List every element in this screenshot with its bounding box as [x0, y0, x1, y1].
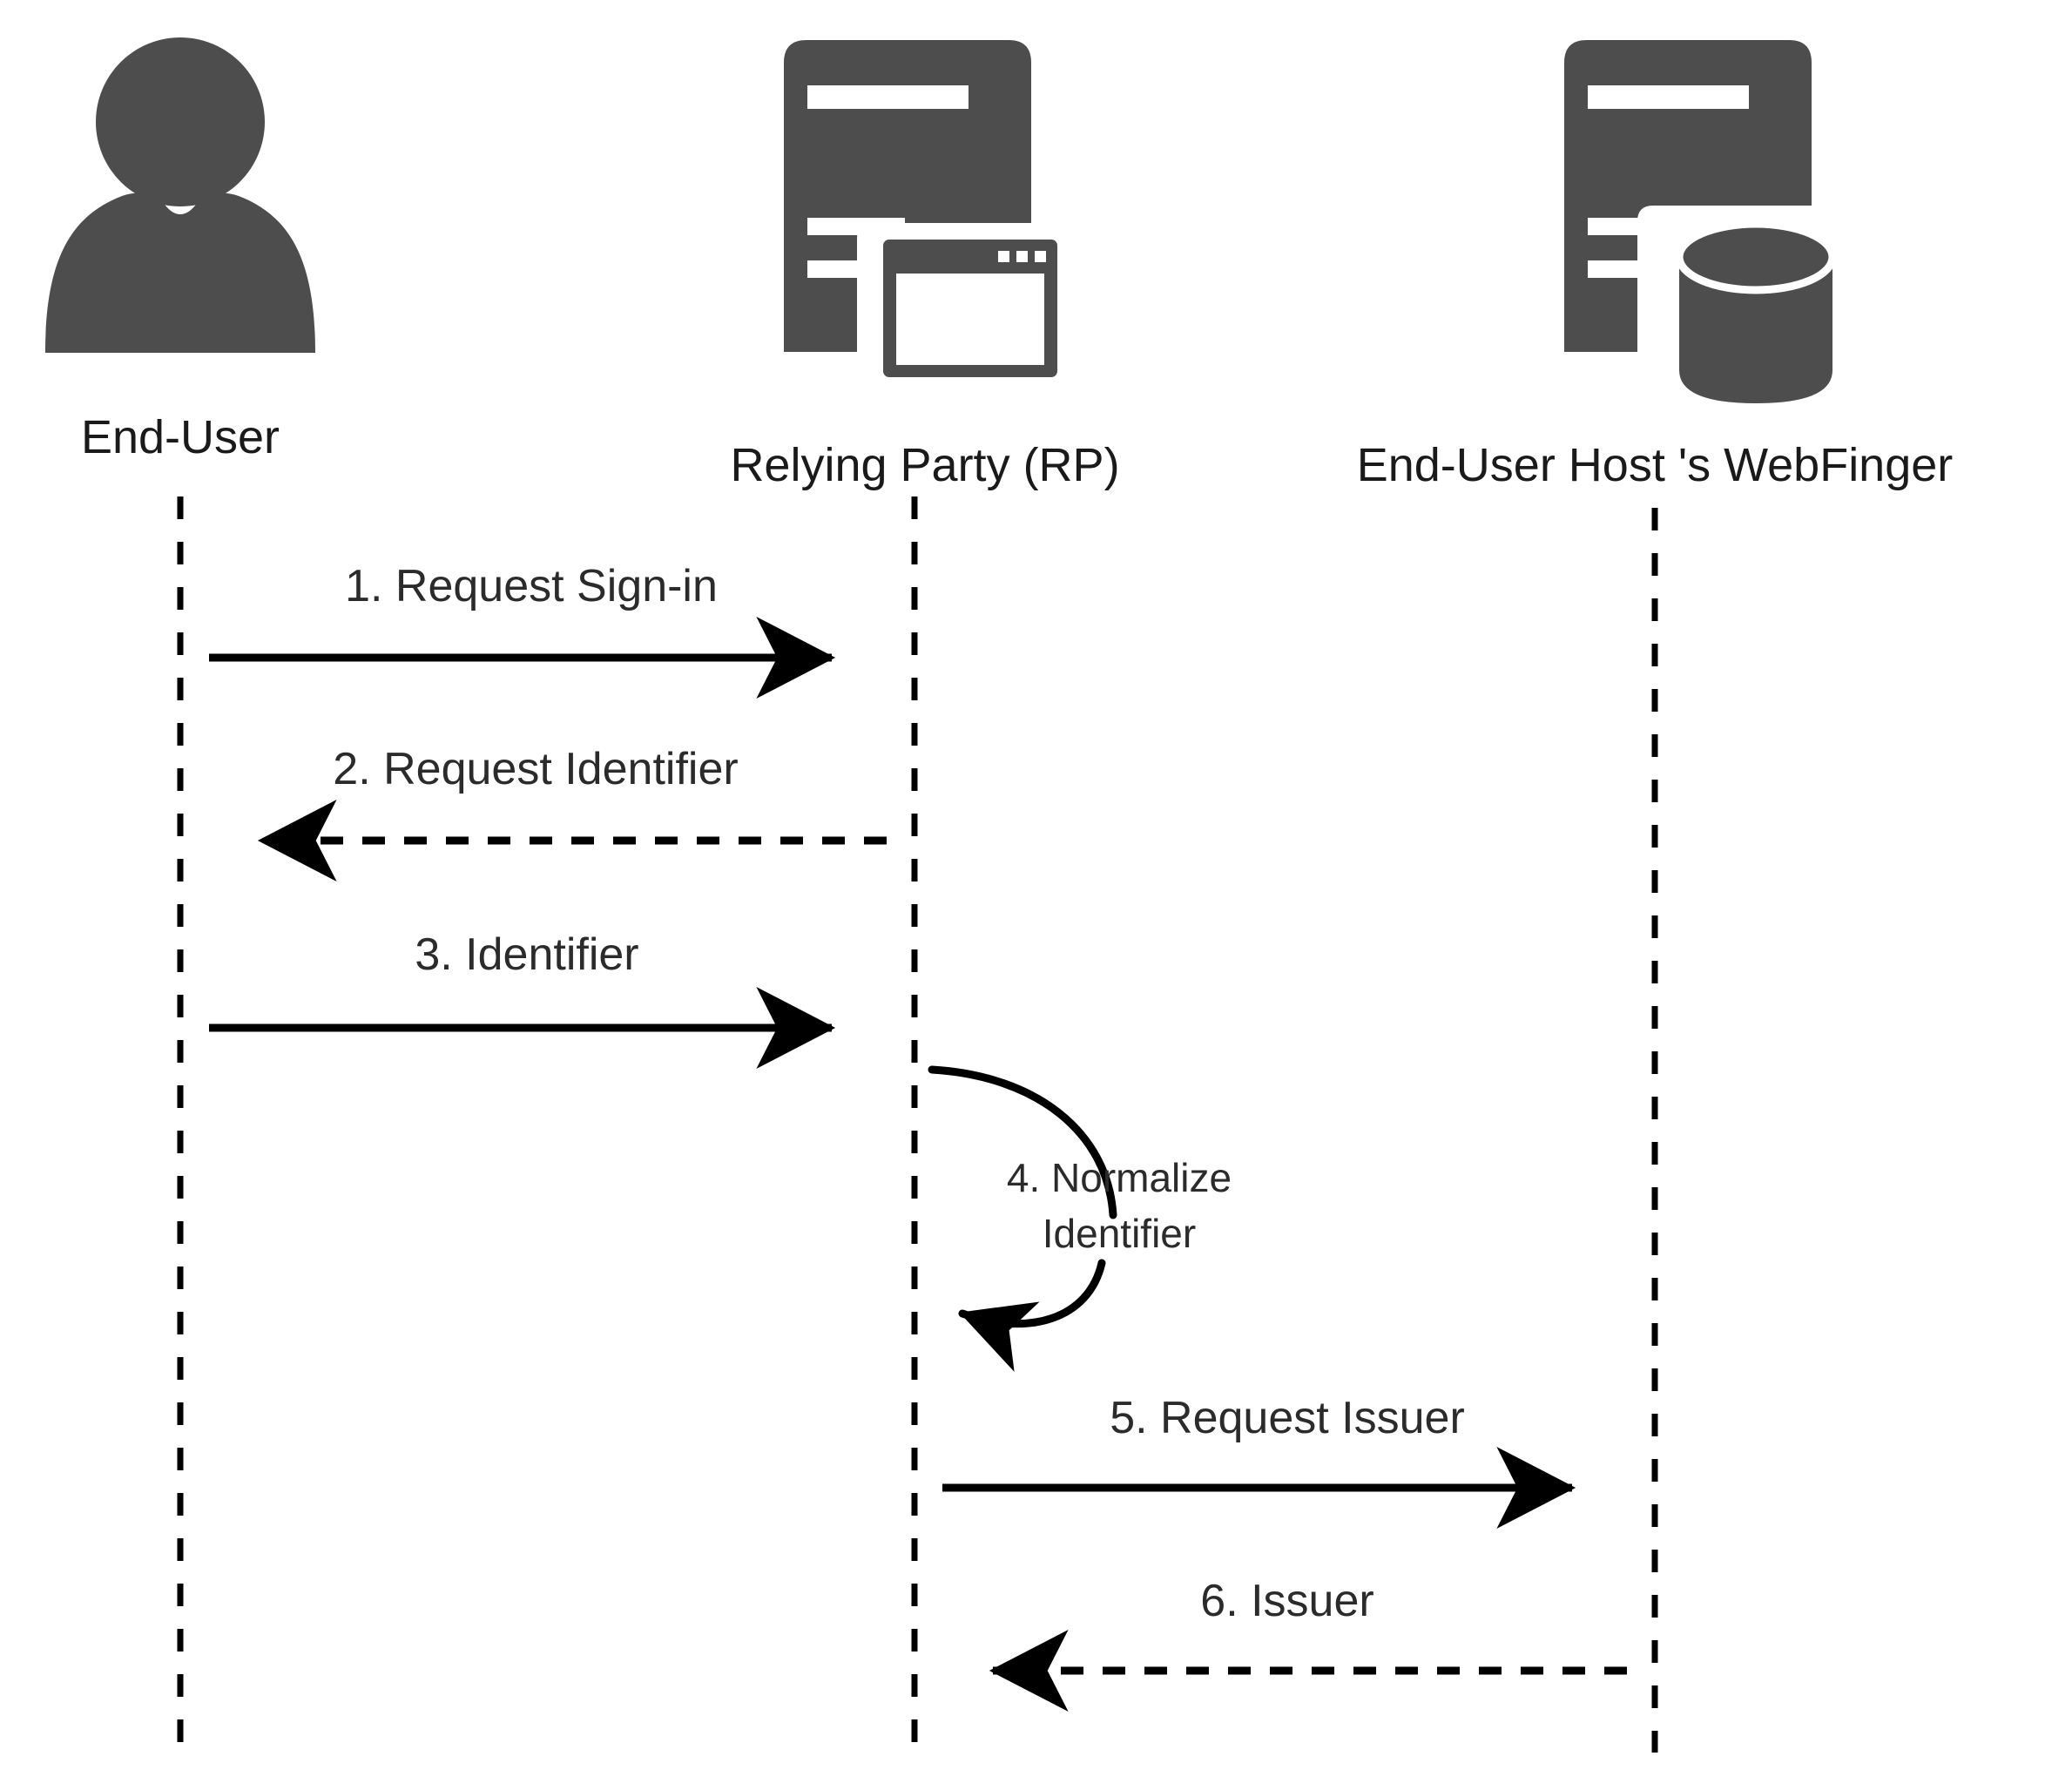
message-1-request-sign-in: 1. Request Sign-in [209, 561, 836, 699]
message-4-label-line2: Identifier [1043, 1211, 1196, 1256]
server-browser-icon [784, 40, 1057, 377]
actor-label-webfinger: End-User Host 's WebFinger [1357, 439, 1954, 491]
message-4-normalize-identifier: 4. Normalize Identifier [928, 1065, 1232, 1372]
message-3-label: 3. Identifier [415, 929, 638, 980]
message-3-identifier: 3. Identifier [209, 929, 836, 1070]
person-icon [45, 37, 315, 353]
actor-label-relying-party: Relying Party (RP) [730, 439, 1119, 491]
message-2-label: 2. Request Identifier [333, 744, 738, 794]
message-4-label-line1: 4. Normalize [1007, 1155, 1232, 1200]
server-database-icon [1564, 40, 1837, 403]
message-4-arc-upper [928, 1065, 1117, 1219]
message-1-label: 1. Request Sign-in [345, 561, 718, 611]
actor-label-end-user: End-User [81, 411, 280, 463]
message-5-request-issuer: 5. Request Issuer [942, 1393, 1576, 1530]
message-4-arc-lower [958, 1259, 1106, 1372]
message-5-label: 5. Request Issuer [1110, 1393, 1465, 1443]
message-6-issuer: 6. Issuer [989, 1576, 1627, 1712]
message-2-request-identifier: 2. Request Identifier [257, 744, 887, 882]
message-6-label: 6. Issuer [1200, 1576, 1373, 1626]
